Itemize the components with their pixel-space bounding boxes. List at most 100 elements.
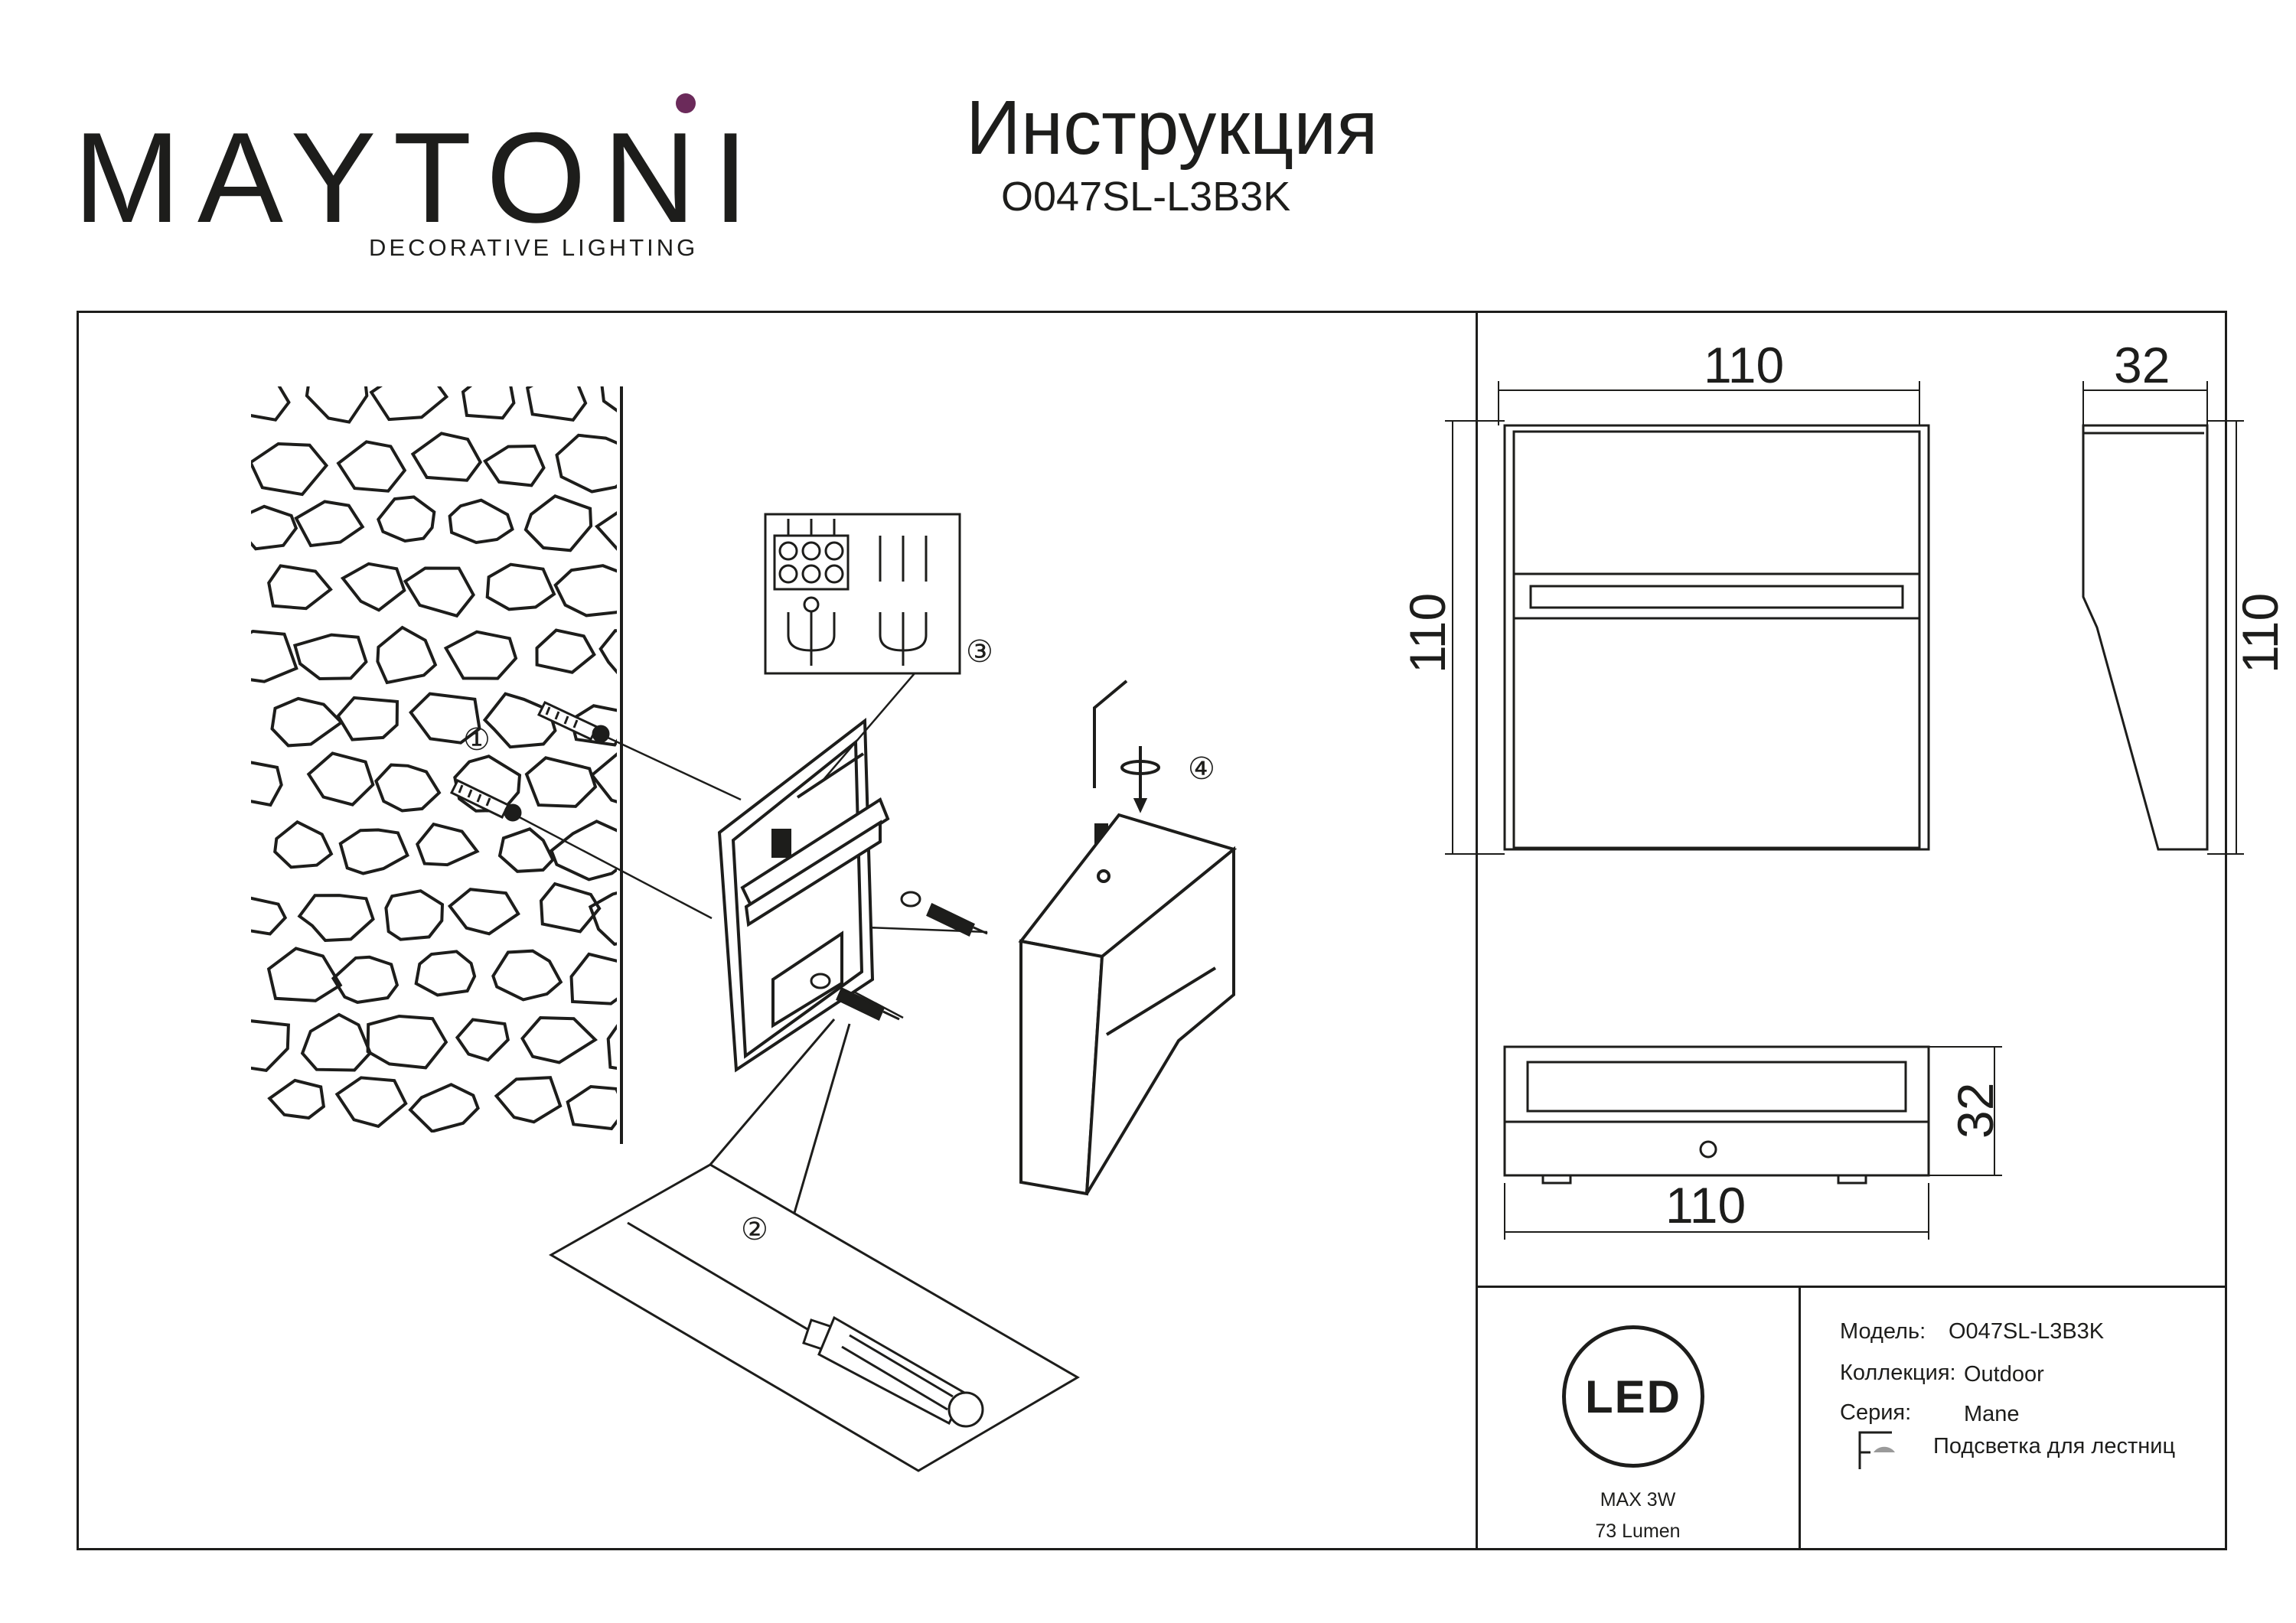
stone (334, 1076, 408, 1129)
stone (251, 629, 298, 683)
stone (633, 699, 705, 746)
stone (374, 763, 442, 813)
stone (598, 629, 617, 675)
stone (267, 564, 333, 611)
step-4-label: ④ (1188, 751, 1215, 787)
stone (638, 825, 713, 874)
stone-wall (251, 386, 713, 1195)
step-3-label: ③ (966, 634, 993, 670)
brand-tagline: DECORATIVE LIGHTING (369, 234, 699, 261)
collection-value: Outdoor (1964, 1362, 2044, 1387)
front-dim-lines (1445, 381, 1920, 855)
stone (251, 504, 298, 551)
stone (403, 566, 475, 618)
stone (598, 1146, 670, 1195)
mounting-bracket (717, 718, 890, 1073)
stone (485, 562, 556, 611)
stone (251, 1019, 290, 1073)
model-value: O047SL-L3B3K (1949, 1319, 2105, 1344)
wall-anchor-lower (449, 779, 522, 822)
frame-divider-vertical (1476, 311, 1478, 1550)
stone (448, 498, 514, 545)
stone (482, 444, 546, 487)
bottom-view (1503, 1045, 1930, 1185)
stone (520, 1015, 598, 1064)
stone (410, 432, 483, 482)
dim-side-depth: 32 (2114, 337, 2170, 393)
stone (294, 500, 365, 548)
stone (555, 433, 617, 494)
stone (569, 952, 617, 1005)
stone (369, 386, 449, 422)
inset-pointer (822, 673, 915, 781)
stone (589, 752, 617, 803)
stone (566, 1084, 617, 1131)
stone (461, 386, 516, 420)
stone (452, 1144, 513, 1194)
screw-lower (810, 973, 900, 1022)
model-label: Модель: (1840, 1319, 1926, 1344)
dim-bottom-width: 110 (1665, 1177, 1746, 1234)
series-value: Mane (1964, 1402, 2020, 1426)
stone (297, 894, 375, 943)
led-power: MAX 3W (1600, 1489, 1676, 1511)
stone (600, 386, 617, 412)
stone (251, 896, 288, 936)
series-label: Серия: (1840, 1400, 1912, 1425)
stone (494, 1076, 563, 1124)
stair-light-icon (1858, 1431, 1895, 1469)
stone (376, 625, 438, 685)
stone (292, 633, 368, 681)
bottom-dim-lines (1504, 1046, 2002, 1240)
stone (304, 1144, 363, 1192)
stone (336, 440, 407, 493)
logo-dot-icon (676, 93, 696, 113)
stone (251, 442, 329, 497)
stone (533, 1142, 585, 1187)
stone (338, 828, 409, 875)
info-divider-horizontal (1476, 1286, 2227, 1288)
stone (266, 947, 343, 1002)
side-dim-lines (2082, 381, 2244, 855)
stone (640, 434, 709, 487)
led-badge-text: LED (1585, 1370, 1681, 1423)
stone (524, 756, 598, 808)
dim-bottom-depth: 32 (1947, 1083, 2004, 1139)
collection-label: Коллекция: (1840, 1361, 1956, 1385)
stone (535, 628, 596, 674)
stone (384, 889, 445, 941)
stone (251, 386, 291, 422)
wall-anchor-upper (536, 701, 610, 743)
stone (443, 630, 518, 680)
luminaire-body (1018, 813, 1238, 1196)
wiring-terminal-inset (764, 513, 961, 675)
dim-front-height: 110 (1399, 593, 1456, 673)
screwdriver-inset (549, 1018, 1080, 1472)
step-2-label: ② (741, 1212, 768, 1247)
stone (377, 495, 436, 543)
stone (416, 822, 480, 867)
stone (523, 494, 593, 552)
hex-key-icon (1093, 680, 1160, 845)
stone (606, 1024, 617, 1070)
type-value: Подсветка для лестниц (1933, 1434, 2176, 1458)
dim-side-height: 110 (2232, 593, 2288, 673)
stone (550, 820, 617, 882)
brand-logo: MAYTONI (73, 106, 765, 249)
stone (641, 572, 692, 614)
main-frame (77, 311, 2227, 1550)
front-view (1503, 424, 1930, 851)
stone (491, 949, 563, 1002)
stone (637, 1077, 706, 1130)
stone (594, 511, 617, 551)
led-badge: LED (1562, 1325, 1704, 1468)
stone (340, 562, 406, 612)
info-divider-inner (1799, 1286, 1801, 1550)
step-1-label: ① (463, 722, 491, 758)
stone (306, 751, 375, 807)
stone (267, 1078, 326, 1120)
stone (251, 761, 283, 807)
document-model: O047SL-L3B3K (1001, 174, 1291, 220)
stone (525, 386, 588, 422)
